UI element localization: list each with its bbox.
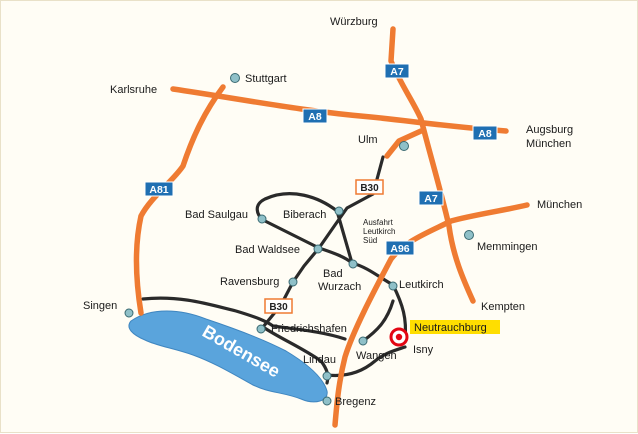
- label-destination: Neutrauchburg: [414, 322, 487, 334]
- label-augsburg: Augsburg: [526, 124, 573, 136]
- city-dot-leutkirch: [388, 281, 398, 291]
- road-a8: [170, 86, 509, 134]
- shield-a7-north-label: A7: [390, 66, 404, 78]
- label-exit-line2: Leutkirch: [363, 227, 395, 236]
- label-karlsruhe: Karlsruhe: [110, 84, 157, 96]
- city-dot-bregenz: [322, 396, 332, 406]
- city-dot-bad-saulgau: [257, 214, 267, 224]
- destination-highlight: [410, 320, 500, 334]
- shield-a7-south: A7: [418, 190, 444, 206]
- label-friedrichshafen: Friedrichshafen: [271, 323, 347, 335]
- shield-a7-south-label: A7: [424, 193, 438, 205]
- road-a96: [332, 202, 530, 428]
- road-a7-ulm-spur: [384, 128, 424, 159]
- label-wangen: Wangen: [356, 350, 397, 362]
- label-bad-saulgau: Bad Saulgau: [185, 209, 248, 221]
- label-bad-wurzach-2: Wurzach: [318, 281, 361, 293]
- plate-b30-north: B30: [355, 179, 384, 195]
- city-dot-biberach: [334, 206, 344, 216]
- shield-a8-west-label: A8: [308, 111, 322, 123]
- city-dot-ulm: [399, 141, 409, 151]
- city-dot-wangen: [358, 336, 368, 346]
- label-bad-wurzach-1: Bad: [323, 268, 343, 280]
- label-singen: Singen: [83, 300, 117, 312]
- label-exit-line3: Süd: [363, 236, 377, 245]
- city-dot-ravensburg: [288, 277, 298, 287]
- label-exit-line1: Ausfahrt: [363, 218, 394, 227]
- label-memmingen: Memmingen: [477, 241, 538, 253]
- label-lindau: Lindau: [303, 354, 336, 366]
- label-leutkirch: Leutkirch: [399, 279, 444, 291]
- city-dot-bad-waldsee: [313, 244, 323, 254]
- city-dot-friedrichshafen: [256, 324, 266, 334]
- road-a7: [388, 26, 476, 304]
- label-ravensburg: Ravensburg: [220, 276, 279, 288]
- label-muenchen-a8: München: [526, 138, 571, 150]
- city-dot-stuttgart: [230, 73, 240, 83]
- label-bad-waldsee: Bad Waldsee: [235, 244, 300, 256]
- label-ulm: Ulm: [358, 134, 378, 146]
- label-muenchen-a96: München: [537, 199, 582, 211]
- city-dots: [124, 73, 474, 406]
- plate-b30-south: B30: [264, 298, 293, 314]
- label-kempten: Kempten: [481, 301, 525, 313]
- city-dot-bad-wurzach: [348, 259, 358, 269]
- shield-a96: A96: [385, 240, 415, 256]
- city-dot-lindau: [322, 371, 332, 381]
- shield-a8-east-label: A8: [478, 128, 492, 140]
- shield-a8-west: A8: [302, 108, 328, 124]
- bodensee-lake: [128, 310, 328, 403]
- destination-marker: [389, 327, 409, 347]
- shield-a96-label: A96: [390, 243, 409, 255]
- city-dot-memmingen: [464, 230, 474, 240]
- label-stuttgart: Stuttgart: [245, 73, 287, 85]
- road-a81: [133, 84, 226, 316]
- shield-a8-east: A8: [472, 125, 498, 141]
- label-bregenz: Bregenz: [335, 396, 376, 408]
- shield-a7-north: A7: [384, 63, 410, 79]
- label-biberach: Biberach: [283, 209, 326, 221]
- label-isny: Isny: [413, 344, 434, 356]
- plate-b30-south-label: B30: [269, 302, 288, 313]
- shield-a81: A81: [144, 181, 174, 197]
- shield-a81-label: A81: [149, 184, 168, 196]
- road-biberach-wurzach: [335, 209, 354, 265]
- city-dot-singen: [124, 308, 134, 318]
- plate-b30-north-label: B30: [360, 183, 379, 194]
- label-wuerzburg: Würzburg: [330, 16, 378, 28]
- road-singen-lindau: [141, 296, 347, 341]
